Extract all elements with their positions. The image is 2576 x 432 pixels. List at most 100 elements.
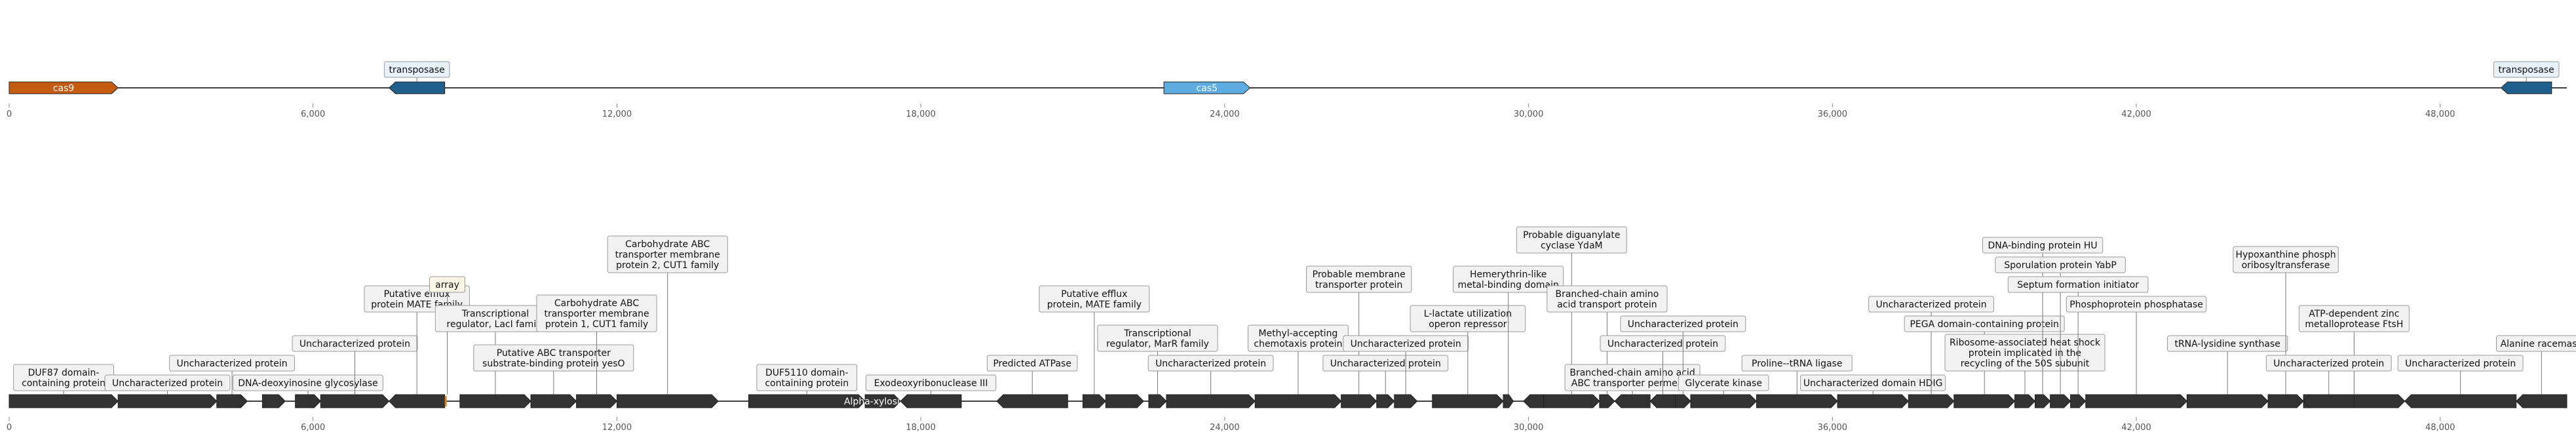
- gene-arrow[interactable]: [1690, 394, 1758, 408]
- gene-label-box: [1147, 355, 1274, 372]
- gene-label: array: [435, 280, 459, 290]
- gene-arrow[interactable]: [616, 394, 719, 408]
- axis-tick-label: 36,000: [1818, 109, 1848, 119]
- gene-label-box: [1995, 256, 2126, 273]
- gene-arrow[interactable]: [295, 394, 322, 408]
- crispr-array-mark[interactable]: [444, 396, 447, 406]
- axis-tick-label: 18,000: [906, 109, 936, 119]
- gene-arrow[interactable]: [996, 394, 1068, 408]
- gene-arrow[interactable]: [459, 394, 531, 408]
- gene-arrow[interactable]: [2070, 394, 2086, 408]
- gene-arrow[interactable]: [117, 394, 218, 408]
- gene-arrow[interactable]: [1503, 394, 1514, 408]
- gene-arrow[interactable]: [2014, 394, 2036, 408]
- axis-tick-label: 30,000: [1514, 109, 1544, 119]
- gene-label-inside: cas5: [1197, 83, 1218, 94]
- gene-label: Glycerate kinase: [1685, 378, 1762, 389]
- gene-label-box: [1306, 265, 1412, 293]
- gene-arrow[interactable]: [216, 394, 248, 408]
- gene-arrow[interactable]: [2303, 394, 2355, 408]
- gene-arrow[interactable]: [388, 394, 446, 408]
- gene-label: Alanine racemase: [2501, 339, 2576, 349]
- gene-arrow[interactable]: [864, 394, 901, 408]
- gene-arrow[interactable]: [1082, 394, 1106, 408]
- gene-arrow[interactable]: [2050, 394, 2071, 408]
- gene-label-box: [1868, 296, 1994, 313]
- axis-tick-label: 30,000: [1514, 423, 1544, 432]
- gene-arrow[interactable]: [1837, 394, 1909, 408]
- gene-label-box: [2233, 246, 2339, 273]
- gene-label-box: [2493, 61, 2560, 78]
- gene-arrow[interactable]: [2404, 394, 2517, 408]
- gene-label-box: [1800, 374, 1946, 391]
- gene-label-inside: cas9: [53, 83, 74, 94]
- gene-arrow[interactable]: [1376, 394, 1395, 408]
- gene-label-box: [536, 294, 657, 332]
- gene-label-box: [2397, 355, 2524, 372]
- gene-arrow[interactable]: [1523, 394, 1545, 408]
- gene-arrow[interactable]: [1166, 394, 1256, 408]
- gene-arrow[interactable]: [1254, 394, 1342, 408]
- gene-label: Uncharacterized protein: [2273, 359, 2384, 369]
- gene-label-box: [756, 364, 858, 391]
- gene-arrow[interactable]: [1341, 394, 1377, 408]
- gene-arrow[interactable]: [1432, 394, 1504, 408]
- gene-arrow[interactable]: [9, 394, 119, 408]
- gene-label: Uncharacterized protein: [1875, 300, 1986, 310]
- gene-arrow[interactable]: [2516, 394, 2567, 408]
- gene-label-box: [1904, 315, 2065, 332]
- gene-arrow[interactable]: [2085, 394, 2188, 408]
- gene-label-box: [169, 355, 295, 372]
- gene-arrow[interactable]: [1953, 394, 2016, 408]
- gene-arrow[interactable]: [1394, 394, 1418, 408]
- axis-tick-label: 6,000: [301, 109, 325, 119]
- gene-arrow[interactable]: [320, 394, 390, 408]
- gene-arrow[interactable]: [1614, 394, 1651, 408]
- gene-arrow[interactable]: [2500, 81, 2552, 94]
- gene-label-box: [1547, 285, 1668, 313]
- gene-arrow[interactable]: [900, 394, 962, 408]
- axis-tick-label: 42,000: [2121, 109, 2151, 119]
- gene-label: tRNA-lysidine synthase: [2174, 339, 2280, 349]
- gene-arrow[interactable]: [9, 81, 119, 94]
- gene-arrow[interactable]: [2267, 394, 2304, 408]
- gene-arrow[interactable]: [576, 394, 618, 408]
- gene-label-box: [1410, 305, 1526, 332]
- gene-arrow[interactable]: [388, 81, 446, 94]
- gene-arrow[interactable]: [1908, 394, 1955, 408]
- gene-arrow[interactable]: [1599, 394, 1615, 408]
- gene-arrow[interactable]: [748, 394, 866, 408]
- gene-label: Uncharacterized protein: [2405, 359, 2516, 369]
- axis-tick-label: 6,000: [301, 423, 325, 432]
- gene-arrow[interactable]: [2034, 394, 2051, 408]
- gene-label-box: [1039, 285, 1150, 313]
- axis-tick-label: 36,000: [1818, 423, 1848, 432]
- gene-label-box: [986, 355, 1078, 372]
- gene-label-box: [2298, 305, 2410, 332]
- gene-label: Uncharacterized protein: [112, 378, 223, 389]
- axis-tick-label: 0: [7, 423, 12, 432]
- gene-arrow[interactable]: [1148, 394, 1167, 408]
- gene-arrow[interactable]: [261, 394, 286, 408]
- gene-arrow[interactable]: [1756, 394, 1838, 408]
- gene-label-box: [1620, 315, 1746, 332]
- gene-arrow[interactable]: [530, 394, 577, 408]
- gene-arrow[interactable]: [1105, 394, 1144, 408]
- gene-arrow[interactable]: [1675, 394, 1691, 408]
- gene-arrow[interactable]: [1163, 81, 1251, 94]
- gene-arrow[interactable]: [1649, 394, 1676, 408]
- axis-tick-label: 0: [7, 109, 12, 119]
- gene-arrow[interactable]: [1543, 394, 1600, 408]
- gene-label-box: [1678, 374, 1769, 391]
- gene-label-box: [2007, 276, 2149, 293]
- gene-arrow[interactable]: [2186, 394, 2269, 408]
- gene-label-box: [429, 276, 466, 293]
